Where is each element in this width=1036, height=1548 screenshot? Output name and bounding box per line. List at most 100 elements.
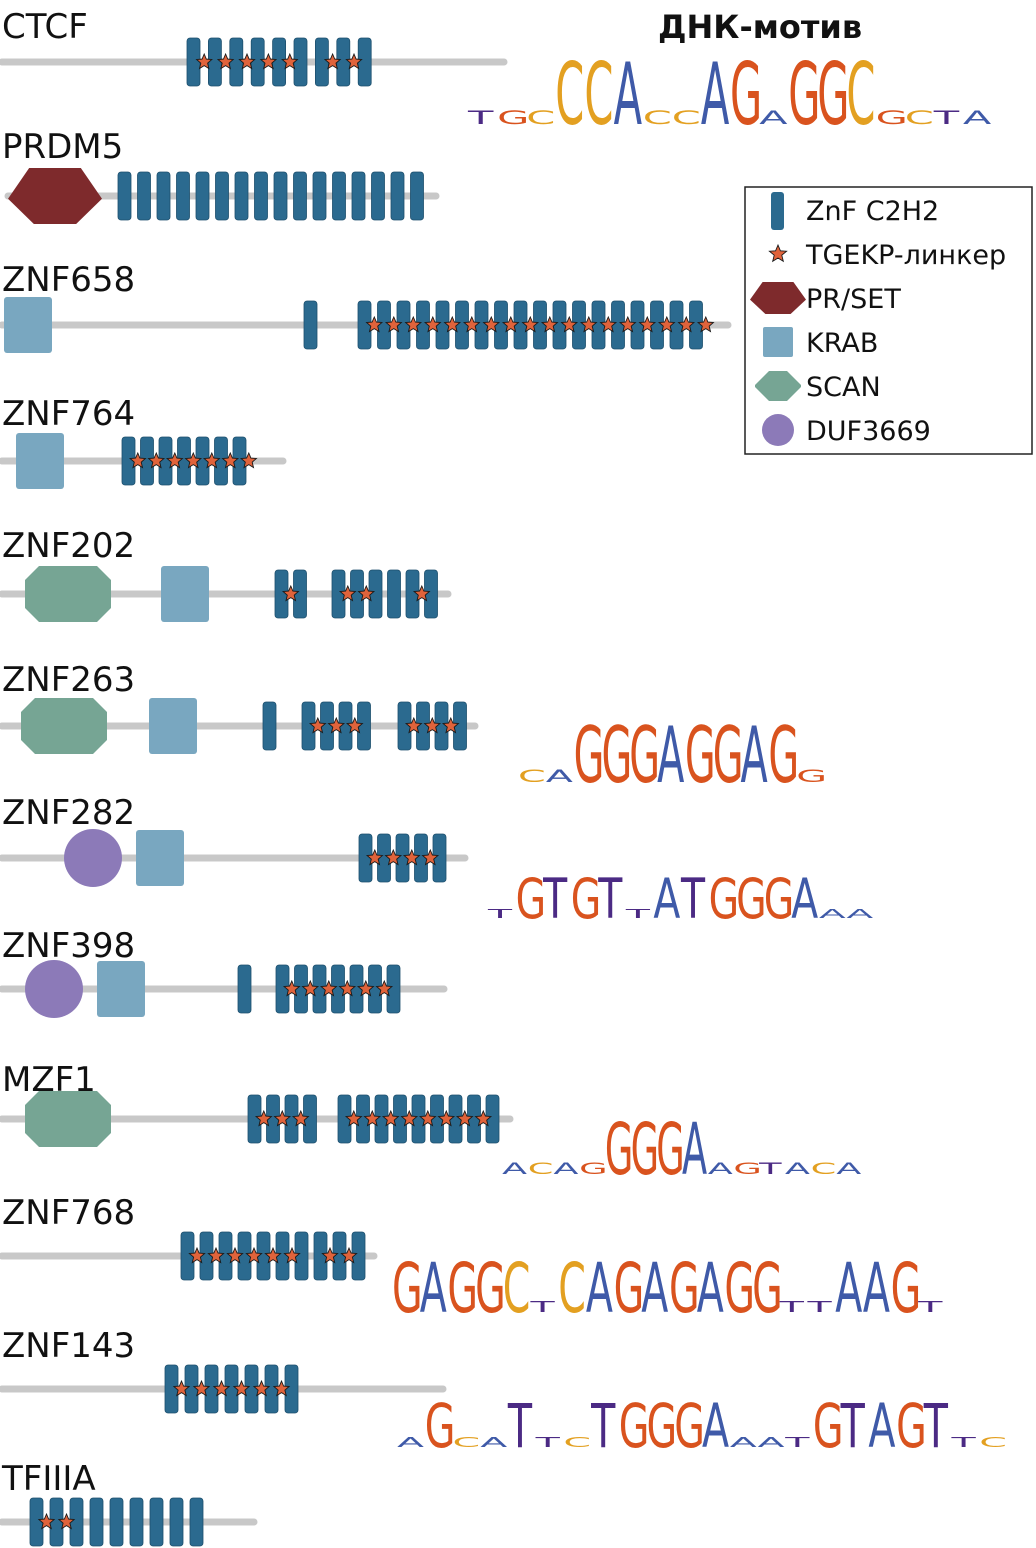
znf-c2h2-finger	[273, 171, 288, 221]
tgekp-linker-star	[272, 1379, 291, 1397]
logo-letter: T	[917, 1298, 943, 1316]
logo-letter: G	[656, 1109, 684, 1192]
logo-letter: G	[891, 1249, 922, 1329]
logo-letter: A	[420, 1249, 447, 1329]
logo-letter: G	[579, 1159, 607, 1177]
znf-c2h2-finger	[234, 171, 249, 221]
znf-c2h2-finger	[390, 171, 405, 221]
logo-letter: G	[764, 869, 795, 932]
protein-name-znf143: ZNF143	[2, 1326, 136, 1366]
tgekp-linker-star	[638, 315, 657, 333]
krab-domain	[97, 961, 145, 1017]
logo-letter: C	[518, 767, 546, 786]
logo-letter: A	[791, 869, 818, 932]
legend-krab-icon	[763, 327, 793, 357]
tgekp-linker-star	[221, 451, 240, 469]
tgekp-linker-star	[375, 979, 394, 997]
znf-c2h2-finger	[207, 37, 222, 87]
znf-c2h2-finger	[29, 1497, 44, 1547]
logo-letter: T	[806, 1298, 832, 1316]
logo-letter: T	[487, 907, 513, 921]
logo-letter: G	[713, 712, 744, 801]
protein-row	[0, 1091, 514, 1147]
tgekp-linker-star	[482, 315, 501, 333]
protein-row	[0, 566, 452, 622]
logo-letter: A	[741, 712, 768, 801]
logo-letter: C	[558, 1249, 586, 1329]
logo-letter: C	[811, 1159, 837, 1177]
znf-c2h2-finger	[204, 1364, 219, 1414]
logo-letter: G	[796, 767, 827, 786]
logo-letter: T	[542, 869, 567, 932]
protein-row	[0, 433, 287, 489]
tgekp-linker-star	[252, 1379, 271, 1397]
logo-letter: T	[758, 1159, 783, 1177]
protein-row	[0, 1497, 258, 1547]
tgekp-linker-star	[184, 451, 203, 469]
logo-letter: T	[507, 1391, 533, 1462]
protein-name-znf202: ZNF202	[2, 526, 136, 566]
tgekp-linker-star	[165, 451, 184, 469]
krab-domain	[149, 698, 197, 754]
znf-c2h2-finger	[303, 300, 318, 350]
logo-letter: G	[685, 712, 716, 801]
znf-c2h2-finger	[332, 171, 346, 221]
znf-c2h2-finger	[244, 1364, 259, 1414]
logo-letter: C	[563, 1435, 591, 1450]
legend-label: DUF3669	[806, 416, 931, 447]
protein-name-znf263: ZNF263	[2, 660, 136, 700]
logo-letter: C	[905, 107, 934, 129]
protein-row	[0, 297, 732, 353]
logo-letter: T	[529, 1298, 555, 1316]
logo-letter: G	[752, 1249, 783, 1329]
tgekp-linker-star	[216, 52, 235, 70]
znf-c2h2-finger	[250, 37, 265, 87]
tgekp-linker-star	[273, 1109, 292, 1127]
legend-label: ZnF C2H2	[806, 196, 939, 227]
logo-letter: A	[553, 1159, 579, 1177]
protein-name-ctcf: CTCF	[2, 7, 88, 47]
logo-letter: A	[657, 712, 684, 801]
znf-c2h2-finger	[272, 37, 287, 87]
tgekp-linker-star	[384, 848, 403, 866]
tgekp-linker-star	[443, 315, 462, 333]
tgekp-linker-star	[455, 1109, 474, 1127]
znf-c2h2-finger	[69, 1497, 84, 1547]
logo-letter: A	[701, 45, 729, 144]
tgekp-linker-star	[232, 1379, 251, 1397]
tgekp-linker-star	[245, 1246, 263, 1264]
protein-name-znf764: ZNF764	[2, 394, 136, 434]
logo-letter: G	[574, 712, 605, 801]
legend-label: KRAB	[806, 328, 878, 359]
znf-c2h2-finger	[351, 171, 366, 221]
logo-letter: G	[605, 1109, 633, 1192]
logo-letter: A	[697, 1249, 724, 1329]
protein-name-znf658: ZNF658	[2, 260, 136, 300]
logo-letter: A	[846, 907, 873, 921]
tgekp-linker-star	[338, 584, 357, 602]
znf-c2h2-finger	[156, 171, 171, 221]
logo-letter: G	[602, 712, 633, 801]
znf-c2h2-finger	[293, 37, 308, 87]
logo-letter: G	[629, 712, 660, 801]
tgekp-linker-star	[384, 315, 403, 333]
logo-letter: G	[631, 1109, 659, 1192]
tgekp-linker-star	[402, 848, 421, 866]
legend-prset-icon	[750, 282, 806, 314]
tgekp-linker-star	[357, 584, 376, 602]
tgekp-linker-star	[202, 451, 221, 469]
logo-letter: A	[758, 1435, 785, 1450]
logo-letter: A	[682, 1109, 707, 1192]
tgekp-linker-star	[319, 979, 338, 997]
krab-domain	[136, 830, 184, 886]
logo-letter: C	[503, 1249, 531, 1329]
tgekp-linker-star	[301, 979, 320, 997]
znf-c2h2-finger	[49, 1497, 64, 1547]
legend-scan-icon	[755, 371, 801, 401]
legend-znf-icon	[771, 192, 784, 230]
tgekp-linker-star	[404, 315, 423, 333]
